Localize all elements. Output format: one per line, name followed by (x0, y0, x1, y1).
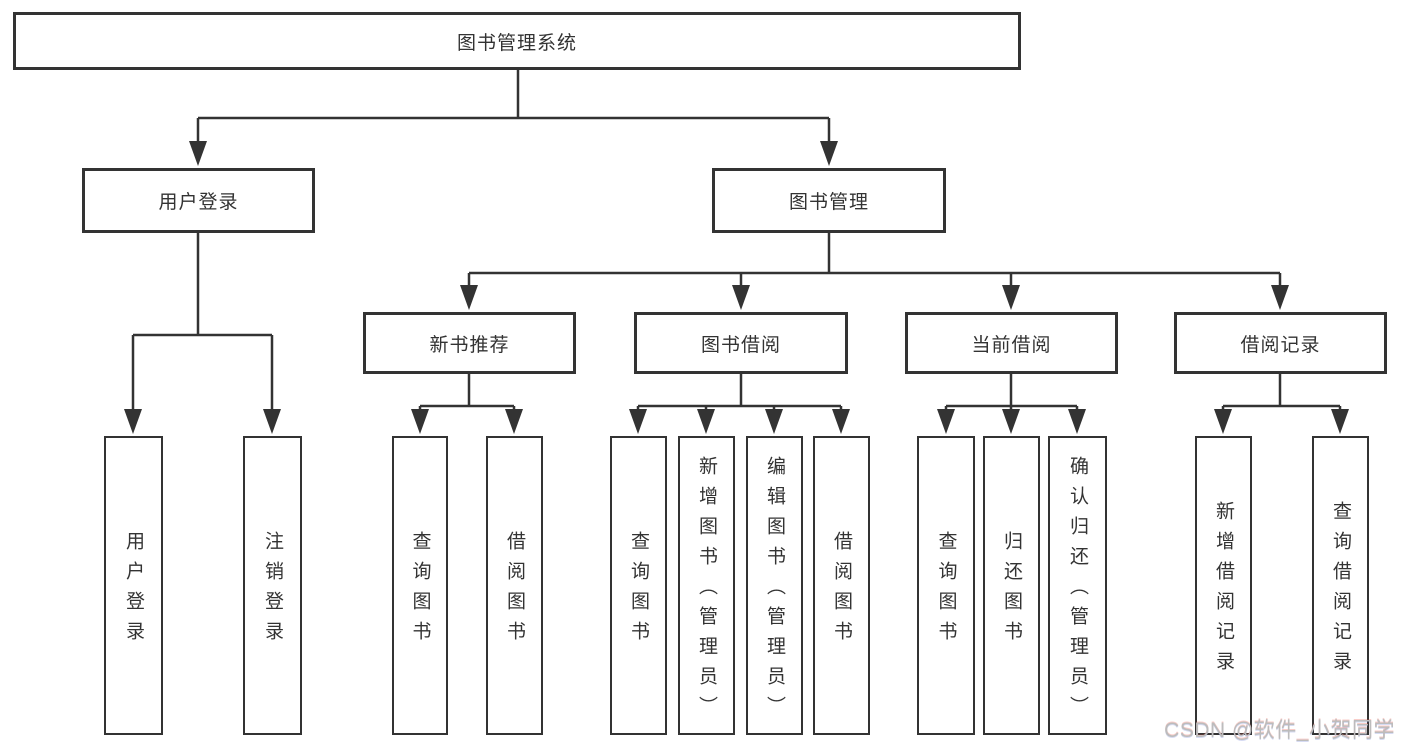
node-book-management: 图书管理 (712, 168, 946, 233)
leaf-recommend-query-books-label: 查询图书 (409, 531, 431, 651)
connector-recommend-group (418, 374, 516, 414)
node-borrowing-records-label: 借阅记录 (1240, 334, 1321, 356)
arrowhead-icon (1002, 409, 1020, 434)
node-root: 图书管理系统 (13, 12, 1021, 70)
leaf-borrowing-add-books-label: 新增图书（管理员） (696, 456, 717, 726)
leaf-user-login: 用户登录 (104, 436, 163, 735)
connector-borrowing-group (636, 374, 843, 414)
leaf-current-confirm-return-label: 确认归还（管理员） (1067, 456, 1088, 726)
node-user-login: 用户登录 (82, 168, 315, 233)
arrowhead-icon (1331, 409, 1349, 434)
connector-user-login-group (131, 233, 274, 414)
leaf-user-login-label: 用户登录 (123, 531, 144, 651)
leaf-borrowing-add-books: 新增图书（管理员） (678, 436, 735, 735)
arrowhead-icon (124, 409, 142, 434)
node-borrowing-records: 借阅记录 (1174, 312, 1387, 374)
connector-records-group (1221, 374, 1342, 414)
arrowhead-icon (697, 409, 715, 434)
arrowhead-icon (411, 409, 429, 434)
node-root-label: 图书管理系统 (456, 32, 577, 54)
node-new-book-recommend-label: 新书推荐 (429, 334, 510, 356)
leaf-records-query-record-label: 查询借阅记录 (1330, 501, 1351, 681)
node-book-borrowing: 图书借阅 (634, 312, 848, 374)
node-new-book-recommend: 新书推荐 (363, 312, 576, 374)
arrowhead-icon (263, 409, 281, 434)
arrowhead-icon (1271, 285, 1289, 310)
arrowhead-icon (189, 141, 207, 166)
leaf-recommend-borrow-books-label: 借阅图书 (504, 531, 525, 651)
leaf-current-confirm-return: 确认归还（管理员） (1048, 436, 1107, 735)
leaf-current-return-books: 归还图书 (983, 436, 1040, 735)
arrowhead-icon (460, 285, 478, 310)
leaf-recommend-borrow-books: 借阅图书 (486, 436, 543, 735)
arrowhead-icon (1214, 409, 1232, 434)
leaf-current-query-books: 查询图书 (917, 436, 975, 735)
arrowhead-icon (1002, 285, 1020, 310)
leaf-recommend-query-books: 查询图书 (392, 436, 448, 735)
leaf-current-return-books-label: 归还图书 (1001, 531, 1022, 651)
leaf-borrowing-borrow-books-label: 借阅图书 (831, 531, 852, 651)
leaf-records-query-record: 查询借阅记录 (1312, 436, 1369, 735)
leaf-current-query-books-label: 查询图书 (935, 531, 957, 651)
leaf-logout: 注销登录 (243, 436, 302, 735)
leaf-borrowing-edit-books: 编辑图书（管理员） (746, 436, 803, 735)
node-current-borrowing: 当前借阅 (905, 312, 1118, 374)
arrowhead-icon (765, 409, 783, 434)
arrowheads (124, 141, 1349, 434)
leaf-borrowing-edit-books-label: 编辑图书（管理员） (764, 456, 785, 726)
leaf-borrowing-query-books-label: 查询图书 (628, 531, 649, 651)
arrowhead-icon (629, 409, 647, 434)
leaf-borrowing-borrow-books: 借阅图书 (813, 436, 870, 735)
arrowhead-icon (820, 141, 838, 166)
leaf-borrowing-query-books: 查询图书 (610, 436, 667, 735)
connector-current-group (944, 374, 1079, 414)
leaf-records-add-record: 新增借阅记录 (1195, 436, 1252, 735)
csdn-watermark-text: CSDN @软件_小贺同学 (1164, 719, 1395, 742)
node-book-borrowing-label: 图书借阅 (700, 334, 781, 356)
csdn-watermark: CSDN @软件_小贺同学 (1164, 714, 1395, 744)
connector-root-to-level2 (196, 70, 831, 146)
node-current-borrowing-label: 当前借阅 (971, 334, 1052, 356)
node-user-login-label: 用户登录 (158, 192, 239, 213)
leaf-records-add-record-label: 新增借阅记录 (1213, 501, 1234, 681)
arrowhead-icon (1068, 409, 1086, 434)
node-book-management-label: 图书管理 (788, 192, 869, 213)
arrowhead-icon (732, 285, 750, 310)
arrowhead-icon (505, 409, 523, 434)
arrowhead-icon (832, 409, 850, 434)
connector-book-management-group (467, 233, 1282, 290)
leaf-logout-label: 注销登录 (262, 531, 283, 651)
arrowhead-icon (937, 409, 955, 434)
